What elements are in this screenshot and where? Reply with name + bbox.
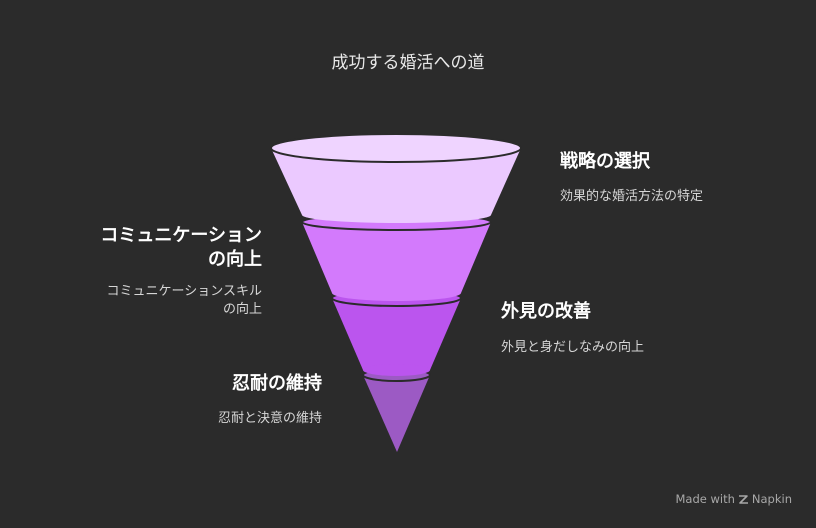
stage-communication-description: コミュニケーションスキル の向上 xyxy=(107,283,262,319)
watermark-brand: Napkin xyxy=(751,492,792,506)
stage-communication-description-line2: の向上 xyxy=(222,302,262,317)
stage-patience-heading: 忍耐の維持 xyxy=(232,373,322,394)
funnel-segment-strategy xyxy=(270,133,522,223)
diagram-title: 成功する婚活への道 xyxy=(331,53,485,73)
funnel-segment-patience xyxy=(362,368,431,452)
stage-appearance-heading: 外見の改善 xyxy=(501,301,591,322)
funnel-segment-appearance xyxy=(331,289,462,376)
stage-appearance-description: 外見と身だしなみの向上 xyxy=(501,340,645,355)
stage-strategy-description: 効果的な婚活方法の特定 xyxy=(560,189,704,204)
stage-communication-heading-line2: の向上 xyxy=(208,249,262,270)
napkin-logo-icon xyxy=(738,494,748,504)
funnel-segment-communication xyxy=(301,213,492,301)
watermark-prefix: Made with xyxy=(675,492,735,506)
stage-communication-heading-line1: コミュニケーション xyxy=(100,225,262,246)
stage-communication-description-line1: コミュニケーションスキル xyxy=(106,284,262,299)
stage-communication-heading: コミュニケーション の向上 xyxy=(100,224,262,272)
stage-patience-description: 忍耐と決意の維持 xyxy=(217,411,322,426)
made-with-napkin-watermark[interactable]: Made with Napkin xyxy=(676,492,793,506)
stage-strategy-heading: 戦略の選択 xyxy=(560,151,650,172)
